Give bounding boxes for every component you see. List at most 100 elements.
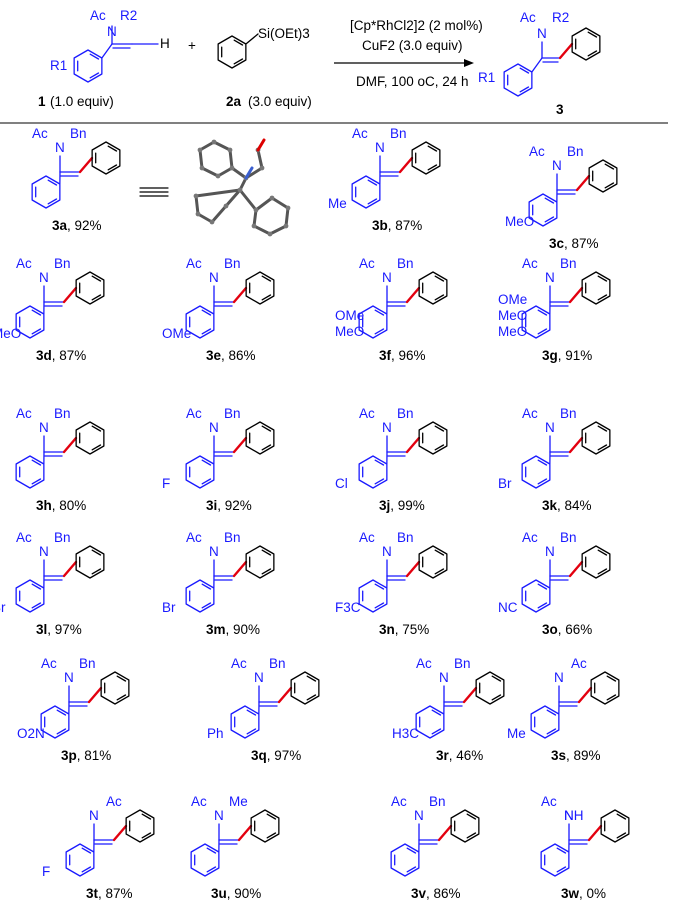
product-n-label: N [537, 26, 547, 41]
ac-label: Ac [90, 8, 106, 23]
acyl-label: Ac [391, 794, 407, 809]
nitrogen-label: N [39, 270, 49, 285]
product-yield: , 97% [47, 622, 82, 637]
product-id: 3l [36, 622, 47, 637]
aryl-substituent-label: O2N [17, 726, 45, 741]
aryl-substituent-label: F [42, 864, 50, 879]
product-id: 3w [561, 886, 580, 901]
product-id: 3r [436, 748, 450, 763]
product-yield: , 89% [566, 748, 601, 763]
product-id: 3a [52, 218, 68, 233]
acyl-label: Ac [522, 256, 538, 271]
product-caption: 3l, 97% [36, 622, 82, 637]
product-r1-label: R1 [478, 70, 495, 85]
product-caption: 3i, 92% [206, 498, 252, 513]
product-id: 3i [206, 498, 217, 513]
nitrogen-label: N [55, 140, 65, 155]
product-id: 3p [61, 748, 77, 763]
product-3l: NAcBnBr3l, 97% [0, 530, 105, 637]
aryl-substituent-label: NC [498, 600, 518, 615]
product-id: 3f [379, 348, 392, 363]
conditions-text: DMF, 100 oC, 24 h [356, 74, 469, 89]
product-caption: 3j, 99% [379, 498, 425, 513]
n-substituent-label: Bn [54, 530, 71, 545]
n-substituent-label: Bn [567, 144, 584, 159]
nitrogen-label: N [545, 420, 555, 435]
reaction-header: Ac N R2 H R1 1 (1.0 equiv) + Si(OEt)3 2a… [38, 8, 601, 117]
nitrogen-label: N [209, 420, 219, 435]
product-id: 3g [542, 348, 558, 363]
product-yield: , 86% [221, 348, 256, 363]
acyl-label: Ac [352, 126, 368, 141]
n-substituent-label: Me [229, 794, 248, 809]
product-id: 3e [206, 348, 222, 363]
acyl-label: Ac [416, 656, 432, 671]
n-substituent-label: Bn [54, 406, 71, 421]
acyl-label: Ac [231, 656, 247, 671]
h-label: H [160, 36, 170, 51]
product-caption: 3v, 86% [411, 886, 461, 901]
aryl-substituent-label: OMe [162, 326, 191, 341]
nitrogen-label: N [552, 158, 562, 173]
product-id: 3o [542, 622, 558, 637]
aryl-substituent-label: Br [498, 476, 512, 491]
aryl-substituent-label: Me [507, 726, 526, 741]
product-id: 3k [542, 498, 558, 513]
product-ac-label: Ac [520, 10, 536, 25]
product-yield: , 97% [267, 748, 302, 763]
nitrogen-label: N [209, 270, 219, 285]
acyl-label: Ac [186, 406, 202, 421]
product-id: 3j [379, 498, 390, 513]
product-yield: , 99% [390, 498, 425, 513]
product-id: 3t [86, 886, 99, 901]
acyl-label: Ac [541, 794, 557, 809]
product-caption: 3q, 97% [251, 748, 301, 763]
n-substituent-label: Bn [397, 530, 414, 545]
silane-2a-label: 2a [226, 94, 242, 109]
catalyst-text: [Cp*RhCl2]2 (2 mol%) [350, 18, 483, 33]
product-caption: 3g, 91% [542, 348, 592, 363]
xray-structure-image [182, 132, 300, 244]
substrate-1-equiv: (1.0 equiv) [50, 94, 114, 109]
acyl-label: Ac [16, 256, 32, 271]
nitrogen-label: N [254, 670, 264, 685]
product-caption: 3w, 0% [561, 886, 606, 901]
n-label: N [107, 24, 117, 39]
product-3-structure: Ac N R2 R1 [478, 10, 601, 97]
product-yield: , 92% [217, 498, 252, 513]
product-caption: 3e, 86% [206, 348, 256, 363]
product-caption: 3n, 75% [379, 622, 429, 637]
product-yield: , 66% [558, 622, 593, 637]
aryl-substituent-label: Cl [335, 476, 348, 491]
acyl-label: Ac [571, 656, 587, 671]
aryl-substituent-label: MeO [498, 308, 527, 323]
aryl-substituent-label: H3C [392, 726, 419, 741]
acyl-label: Ac [522, 406, 538, 421]
nitrogen-label: N [375, 140, 385, 155]
product-yield: , 91% [558, 348, 593, 363]
product-caption: 3t, 87% [86, 886, 133, 901]
nitrogen-label: N [382, 270, 392, 285]
n-substituent-label: Bn [560, 530, 577, 545]
product-yield: , 46% [449, 748, 484, 763]
acyl-label: Ac [32, 126, 48, 141]
n-substituent-label: Bn [269, 656, 286, 671]
n-substituent-label: Bn [79, 656, 96, 671]
product-id: 3s [551, 748, 566, 763]
nitrogen-label: N [382, 544, 392, 559]
nh-label: NH [564, 808, 584, 823]
